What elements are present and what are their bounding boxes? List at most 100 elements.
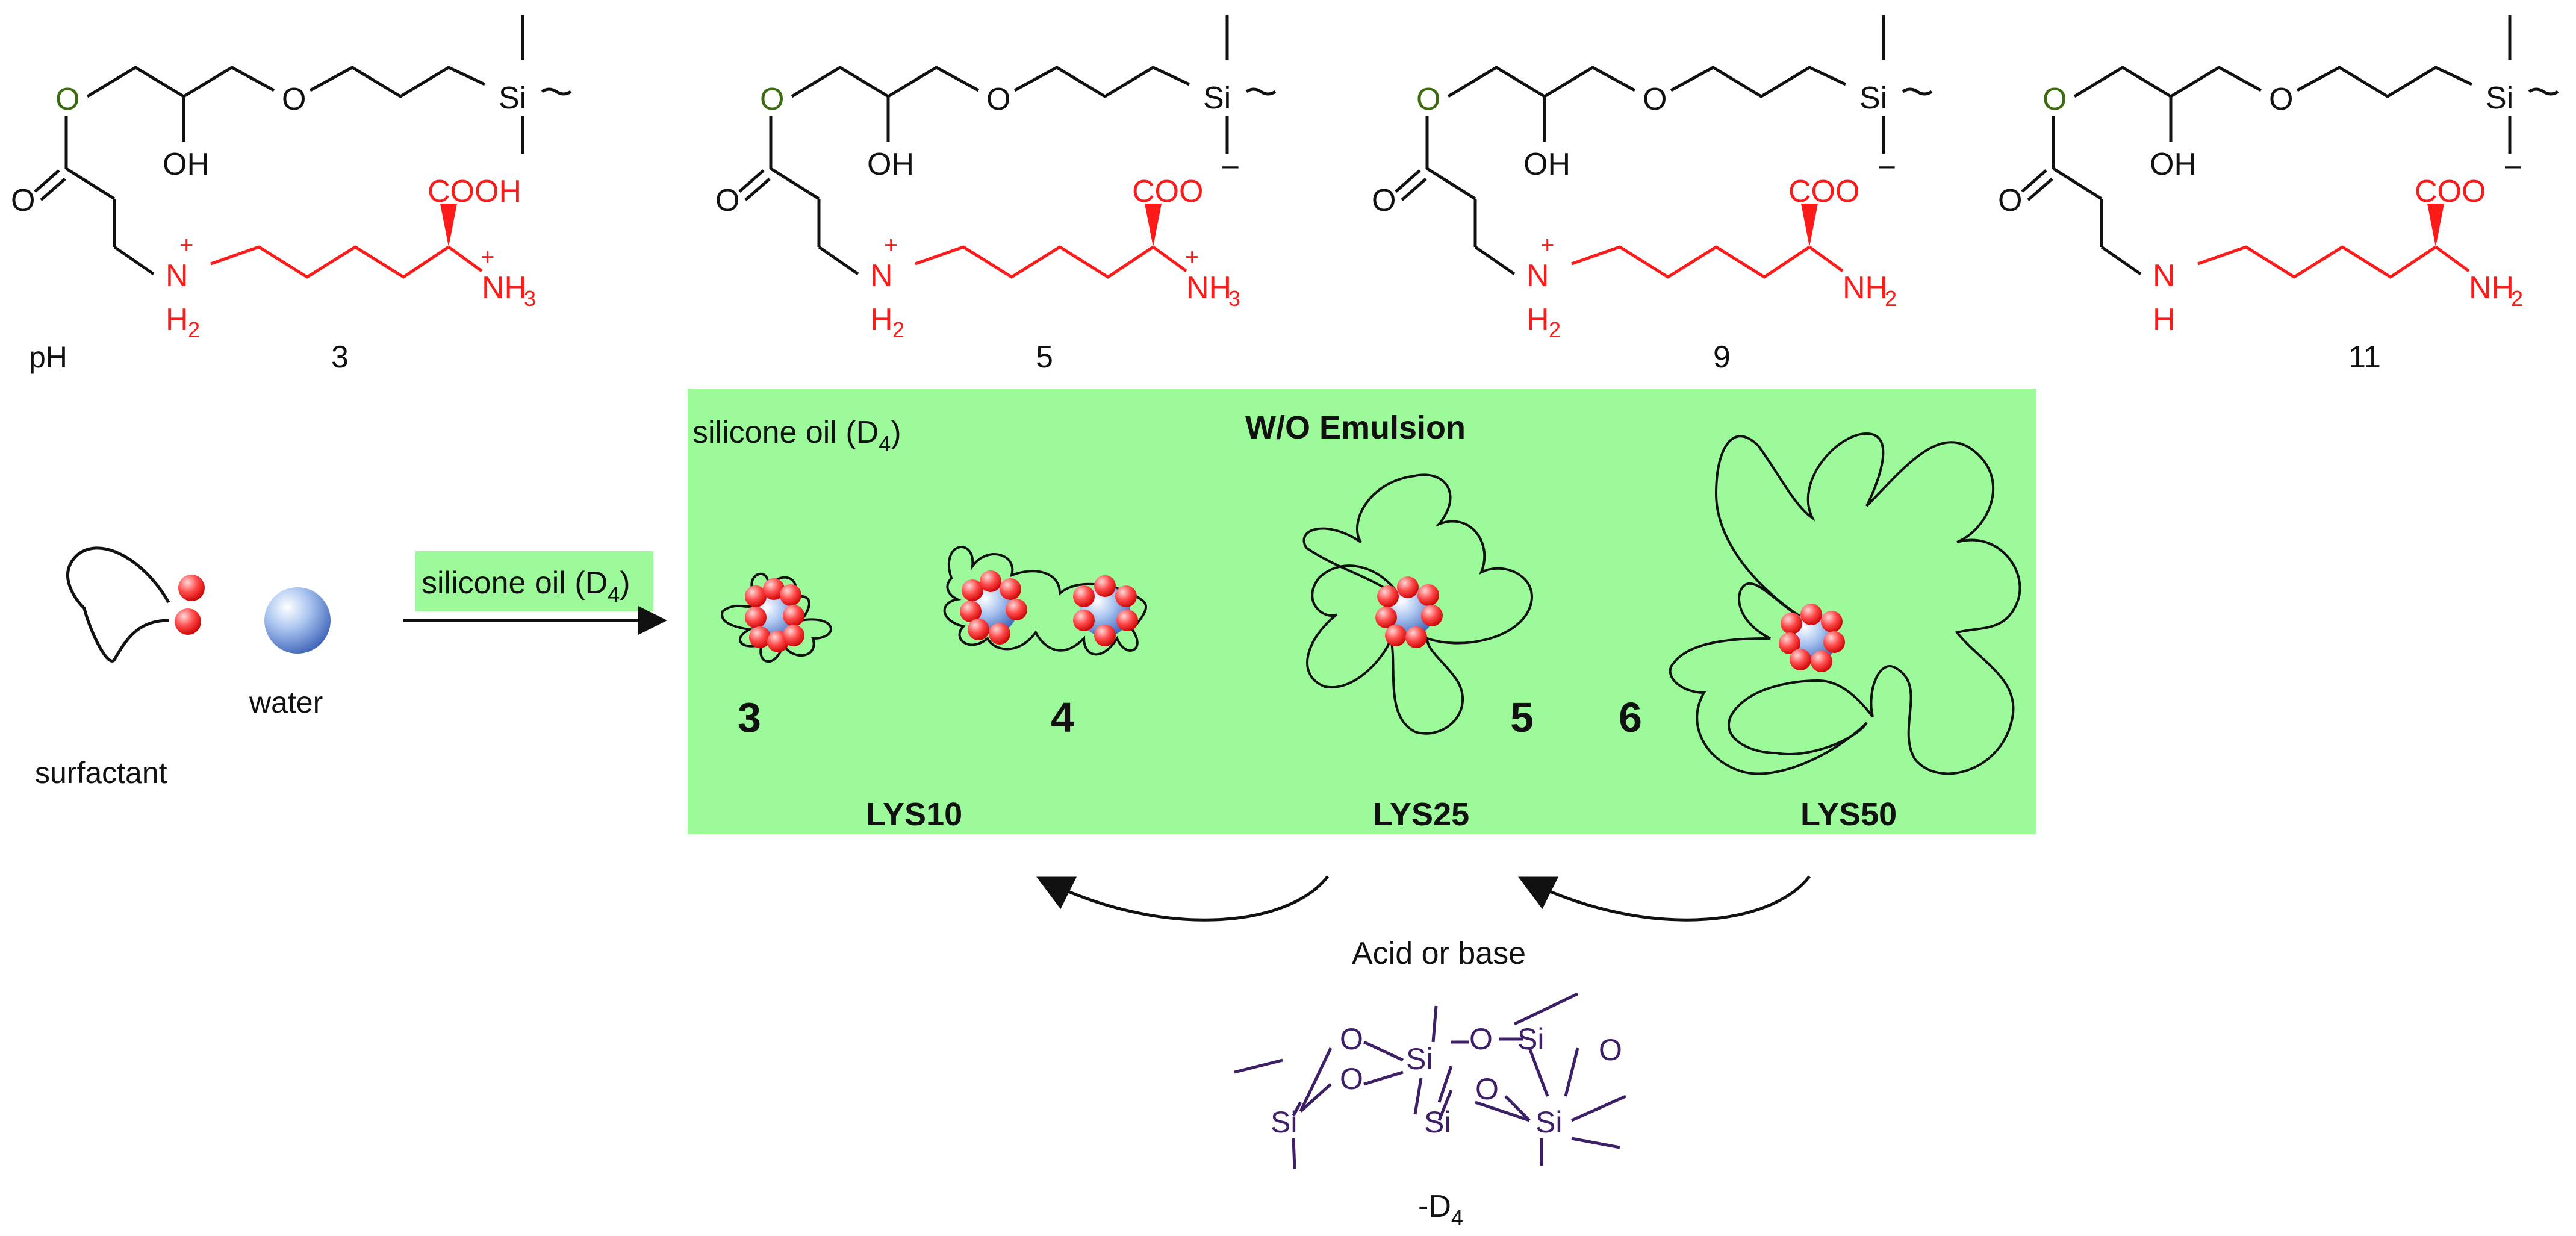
structure-ph11: O O O OH Si N H COO – NH 2 11 (1998, 15, 2559, 375)
structure-ph3: O O O OH Si + N H 2 COOH + NH 3 3 (11, 15, 572, 375)
d4-molecule (1234, 992, 1627, 1169)
d4-silicon: Si (1517, 1022, 1544, 1056)
water-droplet-icon (264, 587, 331, 654)
lys-label-25: LYS25 (1373, 796, 1469, 832)
amine-charge: + (179, 232, 193, 258)
carboxylate-charge: – (1879, 149, 1895, 181)
ester-skeleton (738, 15, 1277, 276)
acid-group: COO (1132, 174, 1203, 209)
carbonyl-oxygen: O (11, 183, 35, 218)
carbonyl-oxygen: O (1998, 183, 2022, 218)
micelle-4 (943, 546, 1147, 656)
minus-d4-label: -D4 (1418, 1189, 1463, 1230)
ester-oxygen: O (760, 82, 784, 117)
amine-charge: + (884, 232, 898, 258)
micelle-number-5: 5 (1510, 694, 1534, 741)
structure-ph9: O O O OH Si + N H 2 COO – NH 2 9 (1372, 15, 1933, 375)
ph-value: 3 (331, 340, 349, 375)
d4-oxygen: O (1469, 1022, 1493, 1056)
silicon: Si (2486, 81, 2513, 116)
ph-value: 11 (2348, 340, 2381, 375)
micelle-number-6: 6 (1619, 694, 1642, 741)
emulsion-title: W/O Emulsion (1245, 410, 1466, 446)
alpha-charge: + (1185, 244, 1199, 270)
amine-h: H (1526, 302, 1549, 337)
ether-oxygen: O (282, 82, 306, 117)
ester-oxygen: O (1416, 82, 1440, 117)
water-label: water (249, 685, 323, 719)
d4-silicon: Si (1424, 1105, 1451, 1139)
d4-oxygen: O (1599, 1033, 1622, 1067)
carbonyl-oxygen: O (1372, 183, 1396, 218)
alpha-amine: NH (2469, 270, 2514, 305)
structure-row: pH O O O (11, 15, 2559, 375)
arrow-label: silicone oil (D4) (422, 566, 630, 607)
ester-oxygen: O (55, 82, 79, 117)
hydroxyl: OH (163, 147, 210, 182)
amine-n: N (166, 258, 188, 293)
alpha-amine-sub: 2 (1885, 286, 1897, 311)
amine-chain (1571, 245, 1844, 279)
carbonyl-oxygen: O (715, 183, 739, 218)
silicon: Si (1203, 81, 1231, 116)
silicon: Si (499, 81, 526, 116)
curved-arrow-right (1518, 875, 1811, 922)
hydroxyl: OH (1523, 147, 1570, 182)
micelle-3 (721, 572, 832, 663)
hydroxyl: OH (867, 147, 914, 182)
surfactant-icon (66, 546, 205, 663)
d4-oxygen: O (1340, 1022, 1363, 1056)
amine-h-sub: 2 (892, 317, 904, 342)
amine-charge: + (1540, 232, 1554, 258)
emulsion-panel: silicone oil (D4) W/O Emulsion (688, 389, 2036, 834)
alpha-amine: NH (1843, 270, 1888, 305)
d4-silicon: Si (1535, 1105, 1562, 1139)
ph-label: pH (29, 340, 67, 374)
amine-h: H (166, 302, 188, 337)
amine-h: H (870, 302, 893, 337)
ether-oxygen: O (986, 82, 1010, 117)
acid-group: COO (2415, 174, 2486, 209)
amine-h-sub: 2 (1549, 317, 1561, 342)
ether-oxygen: O (2269, 82, 2293, 117)
amine-n: N (2153, 258, 2176, 293)
wedge-bond (440, 204, 457, 247)
alpha-amine: NH (482, 270, 527, 305)
amine-h: H (2153, 302, 2176, 337)
oil-label: silicone oil (D4) (692, 415, 901, 456)
micelle-5 (1302, 473, 1533, 735)
ph-value: 5 (1036, 340, 1053, 375)
wedge-bond (1801, 204, 1818, 247)
alpha-amine: NH (1186, 270, 1231, 305)
amine-n: N (870, 258, 893, 293)
amine-chain (915, 245, 1187, 279)
carboxylate-charge: – (2505, 149, 2521, 181)
alpha-charge: + (481, 244, 494, 270)
d4-silicon: Si (1271, 1105, 1297, 1139)
surfactant-label: surfactant (35, 756, 167, 790)
ester-skeleton (2021, 15, 2559, 276)
ester-skeleton (1395, 15, 1933, 276)
lys-label-50: LYS50 (1800, 796, 1897, 832)
wedge-bond (1145, 204, 1162, 247)
lys-label-10: LYS10 (866, 796, 962, 832)
ether-oxygen: O (1643, 82, 1667, 117)
alpha-amine-sub: 3 (1228, 286, 1240, 311)
amine-h-sub: 2 (188, 317, 200, 342)
equilibrium: Acid or base O O Si Si (1036, 875, 1811, 1230)
structure-ph5: O O O OH Si + N H 2 COO – + NH 3 5 (715, 15, 1277, 375)
acid-group: COO (1788, 174, 1859, 209)
amine-n: N (1526, 258, 1549, 293)
d4-silicon: Si (1406, 1042, 1433, 1076)
acid-base-label: Acid or base (1352, 936, 1526, 971)
micelle-number-4: 4 (1051, 694, 1074, 741)
acid-group: COOH (428, 174, 521, 209)
alpha-amine-sub: 3 (524, 286, 536, 311)
carboxylate-charge: – (1222, 149, 1239, 181)
micelle-6 (1669, 432, 2021, 775)
left-scheme: water surfactant silicone oil (D4) (35, 546, 667, 790)
silicon: Si (1859, 81, 1887, 116)
amine-chain (210, 245, 483, 279)
amine-chain (2197, 245, 2470, 279)
